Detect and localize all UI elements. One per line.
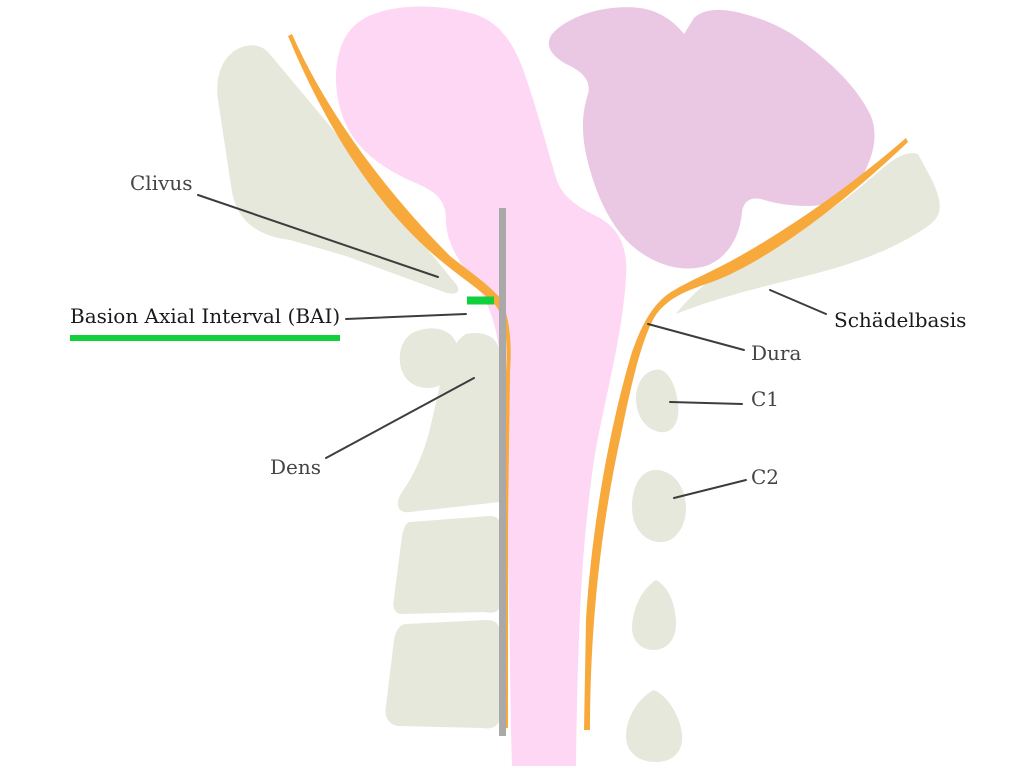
dens-label: Dens [270, 455, 321, 479]
dura-label: Dura [751, 341, 801, 365]
dura-posterior [584, 138, 908, 730]
schaedelbasis-label: Schädelbasis [834, 308, 966, 332]
dens-leader [325, 377, 475, 459]
c1-posterior-arch [636, 369, 679, 433]
c4-spinous-process [626, 690, 683, 762]
bai-label: Basion Axial Interval (BAI) [70, 304, 340, 328]
schaedelbasis-leader [769, 289, 827, 315]
c2-spinous-process [632, 469, 686, 543]
cerebellum [548, 7, 875, 269]
c3-spinous-process [632, 580, 676, 650]
c2-label: C2 [751, 465, 779, 489]
brainstem-spinal-cord [335, 6, 627, 766]
c1-label: C1 [751, 387, 779, 411]
clivus-bone [217, 45, 459, 294]
clivus-leader [197, 194, 439, 278]
bai-leader [345, 313, 467, 320]
vertebral-body-c3 [393, 516, 500, 614]
vertebral-body-c4 [385, 620, 500, 729]
skull-base-bone [676, 153, 940, 314]
clivus-label: Clivus [130, 171, 193, 195]
dura-leader [647, 323, 745, 351]
c2-leader [673, 479, 747, 499]
c1-leader [669, 401, 743, 405]
